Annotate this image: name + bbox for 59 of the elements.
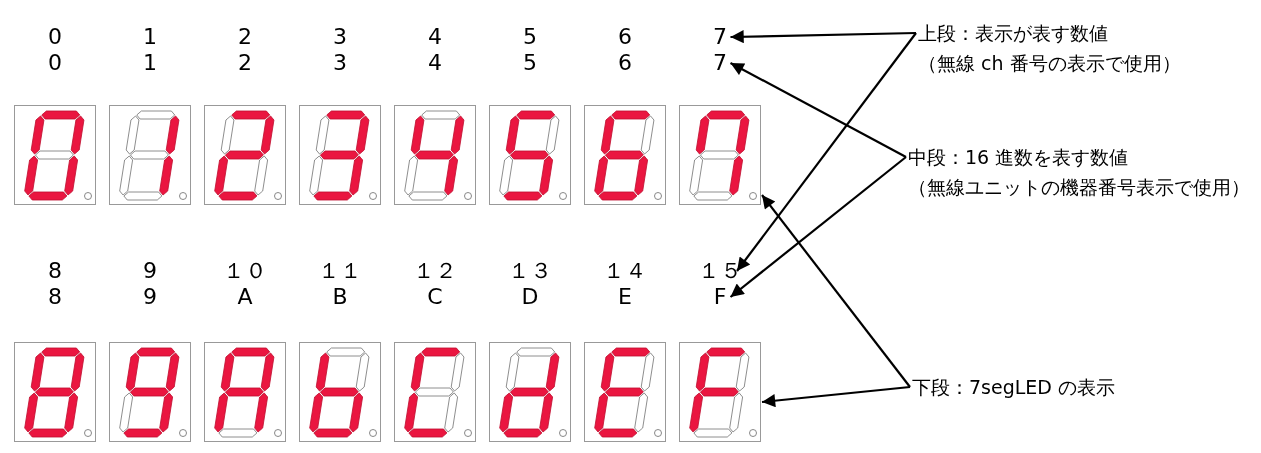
annotation-note: （無線 ch 番号の表示で使用） — [918, 51, 1181, 76]
seven-segment-display — [679, 105, 761, 205]
digit-label: 9 — [142, 284, 158, 310]
seven-segment-display — [299, 105, 381, 205]
seven-segment-display — [14, 105, 96, 205]
digit-label: １３ — [507, 258, 553, 284]
seven-segment-display — [109, 105, 191, 205]
seven-segment-display — [394, 105, 476, 205]
digit-label: １２ — [412, 258, 458, 284]
digit-label: 5 — [522, 50, 538, 76]
digit-label: 1 — [142, 24, 158, 50]
digit-label: 0 — [47, 24, 63, 50]
arrow — [761, 194, 911, 388]
digit-label: １５ — [690, 258, 750, 284]
digit-label: １０ — [222, 258, 268, 284]
digit-label: D — [520, 284, 540, 310]
digit-label: 7 — [690, 24, 750, 50]
arrow — [730, 30, 917, 44]
arrow — [736, 32, 917, 272]
arrow — [729, 156, 907, 298]
seven-segment-display — [299, 342, 381, 442]
digit-label: C — [426, 284, 444, 310]
seven-segment-display — [584, 342, 666, 442]
annotation-note: （無線ユニットの機器番号表示で使用） — [908, 175, 1250, 200]
digit-label: 4 — [427, 24, 443, 50]
digit-label: 3 — [332, 50, 348, 76]
digit-label: 2 — [237, 24, 253, 50]
digit-label: 9 — [142, 258, 158, 284]
digit-label: 7 — [690, 50, 750, 76]
arrow — [730, 62, 907, 158]
digit-label: 8 — [47, 258, 63, 284]
seven-segment-display — [204, 105, 286, 205]
digit-label: 5 — [522, 24, 538, 50]
digit-label: A — [236, 284, 254, 310]
annotation-heading: 上段：表示が表す数値 — [918, 21, 1109, 46]
seven-segment-display — [109, 342, 191, 442]
digit-label: E — [617, 284, 633, 310]
seven-segment-display — [489, 105, 571, 205]
seven-segment-display — [394, 342, 476, 442]
digit-label: 8 — [47, 284, 63, 310]
digit-label: １４ — [602, 258, 648, 284]
annotation-heading: 下段：7segLED の表示 — [912, 375, 1115, 400]
annotation-heading: 中段：16 進数を表す数値 — [908, 145, 1130, 170]
seven-segment-display — [204, 342, 286, 442]
seven-segment-display — [679, 342, 761, 442]
seven-segment-display — [584, 105, 666, 205]
digit-label: 1 — [142, 50, 158, 76]
arrow — [761, 385, 911, 408]
seven-segment-display — [14, 342, 96, 442]
digit-label: 4 — [427, 50, 443, 76]
digit-label: F — [690, 284, 750, 310]
digit-label: 0 — [47, 50, 63, 76]
digit-label: １１ — [317, 258, 363, 284]
digit-label: 6 — [617, 50, 633, 76]
seven-segment-display — [489, 342, 571, 442]
digit-label: 2 — [237, 50, 253, 76]
digit-label: B — [331, 284, 349, 310]
digit-label: 3 — [332, 24, 348, 50]
digit-label: 6 — [617, 24, 633, 50]
